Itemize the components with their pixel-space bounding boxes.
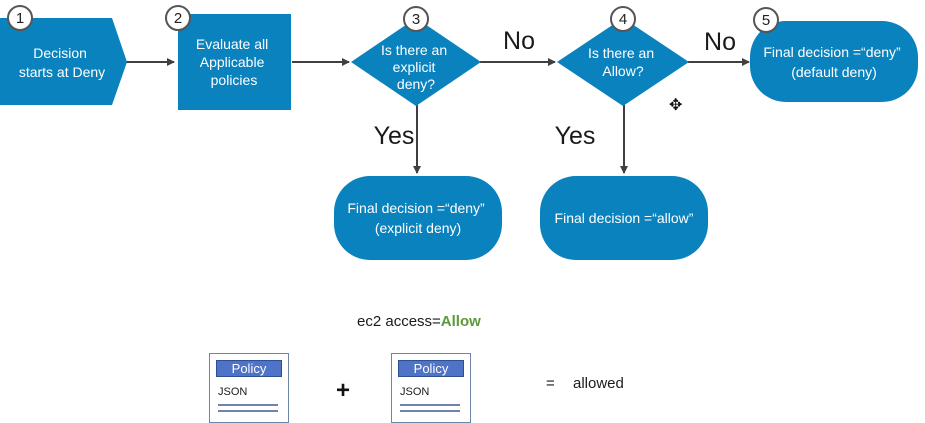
node-3-line-3: deny? — [397, 76, 435, 92]
policy-card-2-line — [400, 404, 460, 406]
edge-label-yes-2: Yes — [555, 122, 596, 150]
node-7-line-1: Final decision =“allow” — [555, 210, 694, 226]
step-number-1: 1 — [16, 10, 24, 27]
caption-prefix: ec2 access= — [357, 313, 441, 330]
node-6-line-2: (explicit deny) — [375, 220, 461, 236]
step-badge-2: 2 — [165, 5, 191, 31]
step-badge-3: 3 — [403, 6, 429, 32]
step-badge-5: 5 — [753, 7, 779, 33]
step-number-5: 5 — [762, 12, 770, 29]
node-6-text: Final decision =“deny” (explicit deny) — [347, 200, 488, 236]
node-2-line-1: Evaluate all — [196, 36, 268, 52]
step-number-3: 3 — [412, 11, 420, 28]
plus-sign: + — [336, 377, 351, 404]
node-6-line-1: Final decision =“deny” — [347, 200, 485, 216]
caption-value: Allow — [440, 313, 481, 330]
node-2-line-3: policies — [211, 72, 258, 88]
example-caption: ec2 access=Allow — [357, 313, 481, 330]
allow-node — [540, 176, 708, 260]
edge-label-no-1: No — [503, 27, 535, 55]
edge-label-yes-1: Yes — [374, 122, 415, 150]
node-3-line-1: Is there an — [381, 42, 447, 58]
node-3-line-2: explicit — [393, 59, 436, 75]
evaluate-policies-node — [178, 14, 291, 110]
policy-document-icon-2: Policy JSON — [391, 353, 471, 423]
edge-label-no-2: No — [704, 28, 736, 56]
explicit-deny-decision-node — [351, 18, 481, 106]
node-7-text: Final decision =“allow” — [555, 210, 694, 226]
node-5-text: Final decision =“deny” (default deny) — [763, 44, 904, 80]
default-deny-node — [750, 21, 918, 102]
policy-card-1-line — [218, 404, 278, 406]
node-4-line-2: Allow? — [602, 63, 643, 79]
policy-card-2-line — [400, 410, 460, 412]
node-4-line-1: Is there an — [588, 45, 654, 61]
policy-card-1-line — [218, 410, 278, 412]
explicit-deny-node — [334, 176, 502, 260]
policy-card-2-body: JSON — [400, 386, 430, 398]
policy-card-1-title: Policy — [216, 360, 282, 377]
start-node-hexagon — [0, 18, 127, 105]
result-text: allowed — [573, 375, 624, 392]
node-5-line-2: (default deny) — [791, 64, 877, 80]
allow-decision-node — [557, 18, 689, 106]
move-cursor-icon: ✥ — [669, 97, 683, 114]
node-1-line-1: Decision — [33, 45, 87, 61]
node-5-line-1: Final decision =“deny” — [763, 44, 901, 60]
policy-card-1-body: JSON — [218, 386, 248, 398]
step-number-2: 2 — [174, 10, 182, 27]
equals-sign: = — [546, 375, 555, 392]
node-1-text: Decision starts at Deny — [19, 45, 105, 80]
node-2-text: Evaluate all Applicable policies — [196, 36, 272, 88]
node-2-line-2: Applicable — [200, 54, 265, 70]
node-1-line-2: starts at Deny — [19, 64, 105, 80]
step-badge-1: 1 — [7, 5, 33, 31]
step-number-4: 4 — [619, 11, 627, 28]
policy-document-icon-1: Policy JSON — [209, 353, 289, 423]
node-4-text: Is there an Allow? — [588, 45, 658, 79]
node-3-text: Is there an explicit deny? — [381, 42, 451, 92]
step-badge-4: 4 — [610, 6, 636, 32]
policy-card-2-title: Policy — [398, 360, 464, 377]
